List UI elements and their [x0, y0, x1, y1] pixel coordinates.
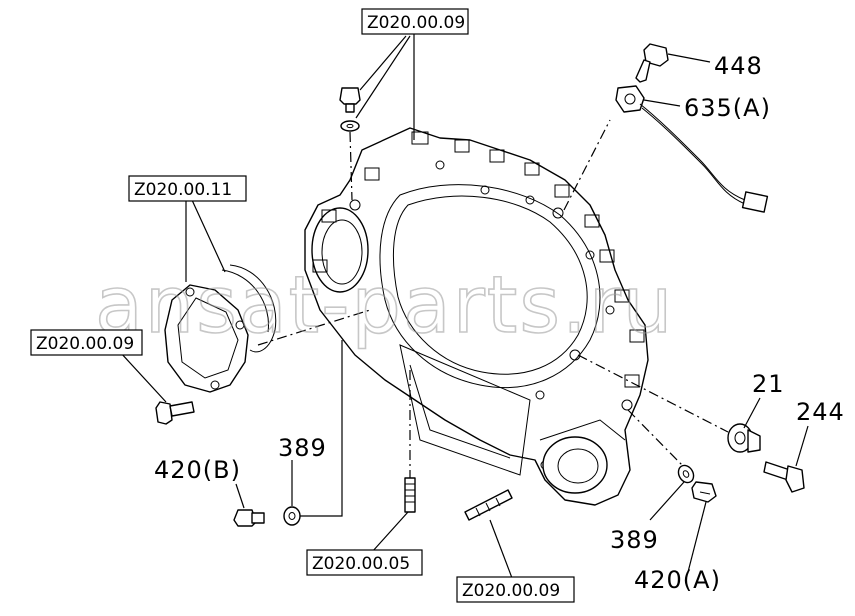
- fitting-21: [727, 423, 761, 453]
- ref-box-upper-left[interactable]: Z020.00.11: [128, 175, 247, 202]
- ref-box-bottom-center[interactable]: Z020.00.05: [306, 549, 423, 576]
- part-number-420a: 420(A): [634, 566, 721, 594]
- bolt-448: [635, 43, 669, 83]
- sensor-635a: [615, 85, 769, 213]
- watermark-text: ansat-parts.ru: [95, 261, 674, 351]
- ref-code-upper-left: Z020.00.11: [134, 180, 232, 200]
- ref-code-left: Z020.00.09: [36, 334, 134, 354]
- bolt-top-centerline: [349, 131, 353, 201]
- bolt-left: [155, 401, 195, 425]
- part-number-635a: 635(A): [684, 94, 771, 122]
- part-number-389-left: 389: [278, 434, 327, 462]
- ref-code-bottom-center: Z020.00.05: [312, 554, 410, 574]
- bolt-top: [339, 87, 361, 113]
- washer-389-left: [283, 506, 301, 526]
- ref-code-bottom-right: Z020.00.09: [462, 581, 560, 601]
- centerline-right-plug: [627, 409, 683, 466]
- flywheel-housing: [304, 127, 649, 506]
- washer-389-right: [677, 464, 695, 484]
- part-number-244: 244: [796, 398, 845, 426]
- centerline-sensor: [563, 119, 611, 211]
- ref-box-bottom-right[interactable]: Z020.00.09: [456, 576, 575, 603]
- part-number-389-right: 389: [610, 526, 659, 554]
- cover-plate: [164, 264, 277, 393]
- part-number-448: 448: [714, 52, 763, 80]
- leader-lines: [119, 30, 809, 579]
- centerline-right-fitting: [577, 354, 729, 433]
- bolt-244: [763, 461, 805, 493]
- part-number-420b: 420(B): [154, 456, 241, 484]
- washer-top: [340, 120, 360, 132]
- part-number-21: 21: [752, 370, 785, 398]
- ref-box-top[interactable]: Z020.00.09: [361, 8, 469, 35]
- stud-center: [404, 477, 416, 513]
- ref-box-left[interactable]: Z020.00.09: [30, 329, 143, 356]
- plug-420a: [691, 481, 717, 503]
- stud-bottom-right: [464, 489, 513, 521]
- plug-420b: [233, 509, 265, 527]
- ref-code-top: Z020.00.09: [367, 13, 465, 33]
